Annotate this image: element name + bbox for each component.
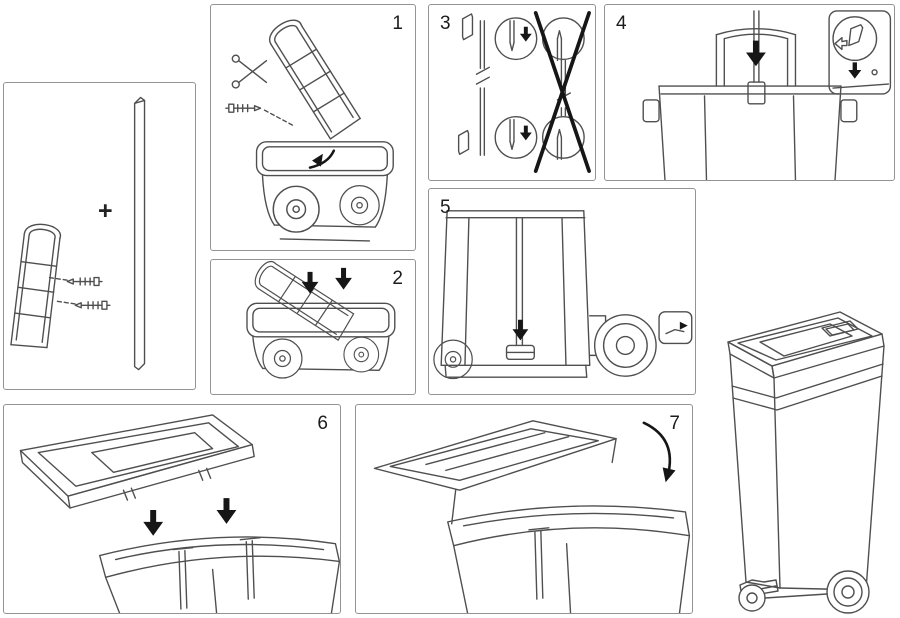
rod-drawing-correct [475,20,490,156]
bin-rear-drawing [642,85,858,180]
parts-panel: + [3,82,196,390]
open-lid-drawing [373,420,617,525]
step-2-illustration [246,260,396,379]
bin-top-drawing [246,302,396,372]
magnifier-correct-bottom [494,116,538,159]
wheel-drawing [272,185,380,233]
parts-illustration [4,96,146,371]
handle-bar-drawing [715,28,797,87]
step-number: 4 [616,13,627,34]
step-7-panel: 7 [355,404,693,614]
rod-tip-drawing [457,13,474,155]
assembled-bin-illustration [727,311,885,614]
handle-part-drawing [4,219,77,355]
magnifier-wrong-bottom [541,116,585,160]
cross-out-mark [533,11,591,173]
wheel-drawing [262,336,380,379]
lid-drawing [19,414,255,509]
step-7-illustration [373,420,691,613]
step-number: 5 [440,197,451,218]
step-4-illustration [642,10,892,180]
down-arrow-icon [746,40,766,67]
close-arrow-icon [642,421,676,483]
step-3-illustration [457,11,591,173]
pedal-drawing [505,344,535,361]
step-6-illustration [19,414,340,613]
handle-drawing [264,9,364,146]
plus-sign: + [98,197,113,225]
step-1-panel: 1 [210,4,416,251]
step-number: 6 [317,413,328,434]
inset-detail [828,10,892,95]
bin-top-drawing [255,141,394,242]
step-number: 2 [392,268,403,289]
step-number: 1 [392,13,403,34]
step-2-panel: 2 [210,259,416,395]
scissors-icon [231,54,268,89]
rear-wheel-drawing [589,314,657,377]
rod-part-drawing [133,96,146,371]
body-drawing [729,345,885,591]
screw-icons [48,276,111,310]
magnifier-correct-top [494,17,538,61]
bin-body-drawing [99,536,340,613]
pedal-inset-detail [658,311,693,345]
step-4-panel: 4 [604,4,895,181]
bin-body-drawing [447,505,691,613]
left-wheel-drawing [433,339,473,380]
step-5-illustration [433,210,693,380]
step-number: 3 [440,13,451,34]
lid-drawing [727,311,885,379]
step-5-panel: 5 [428,188,696,395]
assembled-bin [700,298,896,616]
insert-arrow-icon [308,149,336,169]
bin-side-drawing [440,210,591,378]
step-number: 7 [669,413,680,434]
step-1-illustration [225,9,394,242]
down-arrow-icon [301,267,352,294]
down-arrow-icon [512,319,529,341]
step-6-panel: 6 [3,404,341,614]
wheel-drawing [738,570,870,614]
screw-icon [225,103,295,127]
down-arrow-icon [143,498,237,536]
step-3-panel: 3 [428,4,596,181]
